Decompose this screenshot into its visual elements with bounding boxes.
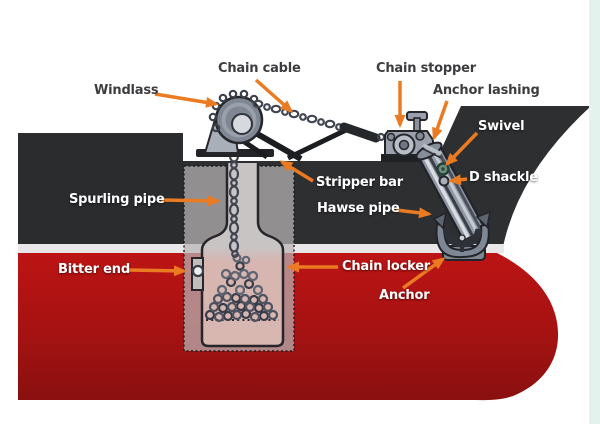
label-anchor-lashing: Anchor lashing	[433, 83, 540, 98]
label-chain-stopper: Chain stopper	[376, 61, 476, 76]
arrow-anchor	[401, 257, 446, 290]
hawse-pipe-illustration	[415, 141, 486, 241]
callout-arrows	[127, 78, 479, 290]
label-anchor: Anchor	[379, 288, 430, 303]
label-hawse-pipe: Hawse pipe	[317, 201, 400, 216]
chain-pile-illustration	[204, 253, 279, 323]
right-edge-strip	[589, 0, 600, 424]
chain-cable-illustration	[252, 99, 394, 144]
label-d-shackle: D shackle	[469, 170, 538, 185]
arrow-d-shackle	[448, 174, 468, 186]
arrow-stripper-bar	[279, 160, 314, 183]
arrow-swivel	[444, 131, 479, 167]
swivel-illustration	[436, 162, 450, 176]
label-chain-locker: Chain locker	[342, 259, 431, 274]
label-windlass: Windlass	[94, 83, 159, 98]
arrow-windlass	[154, 92, 219, 108]
label-chain-cable: Chain cable	[218, 61, 301, 76]
bitter-end-illustration	[191, 257, 205, 291]
anchor-lashing-illustration	[422, 143, 442, 159]
anchor-illustration	[432, 210, 492, 261]
arrow-chain-cable	[254, 78, 294, 113]
chain-locker-illustration	[183, 163, 295, 352]
arrow-hawse-pipe	[395, 207, 432, 219]
label-bitter-end: Bitter end	[58, 262, 130, 277]
arrow-anchor-lashing	[432, 100, 449, 141]
label-swivel: Swivel	[478, 119, 525, 134]
windlass-illustration	[203, 89, 264, 154]
d-shackle-illustration	[438, 175, 450, 187]
arrow-spurling-pipe	[160, 195, 221, 207]
label-spurling-pipe: Spurling pipe	[69, 192, 165, 207]
arrow-bitter-end	[127, 265, 187, 277]
label-stripper-bar: Stripper bar	[316, 175, 403, 190]
